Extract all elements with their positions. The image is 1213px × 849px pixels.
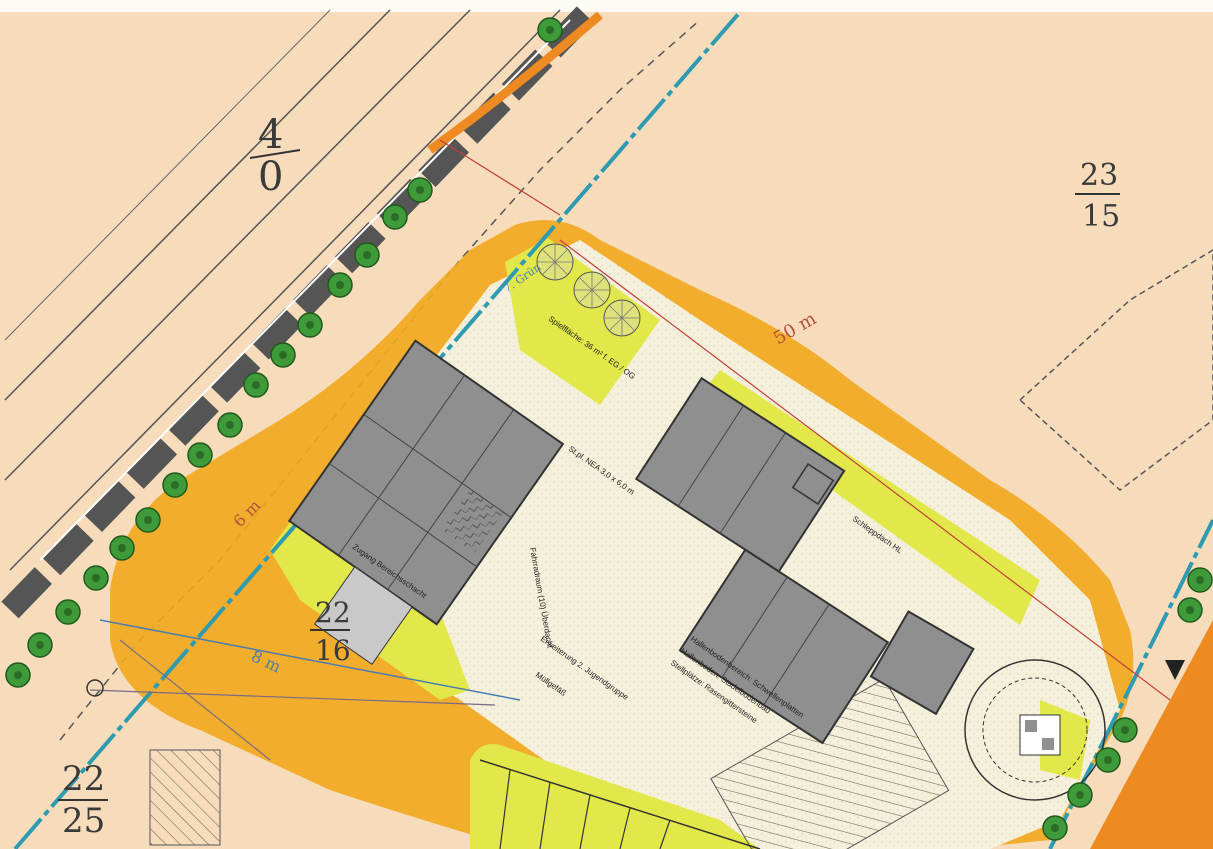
tree-icon	[537, 17, 563, 43]
parcel-4: 4 0	[249, 112, 301, 200]
svg-text:22: 22	[315, 596, 351, 629]
tree-icon	[1112, 717, 1138, 743]
parcel-22-16: 22 16	[310, 596, 351, 667]
tree-icon	[5, 662, 31, 688]
right-road	[1090, 620, 1213, 849]
tree-icon	[354, 242, 380, 268]
turning-circle-icon	[964, 659, 1106, 801]
tree-icon	[382, 204, 408, 230]
svg-text:16: 16	[315, 634, 351, 667]
tree-icon	[187, 442, 213, 468]
parking-row	[479, 759, 761, 849]
svg-text:23: 23	[1080, 158, 1118, 193]
dashed-building-outline	[1018, 249, 1213, 491]
tree-icon	[1095, 747, 1121, 773]
svg-text:4: 4	[258, 112, 283, 158]
tree-icon	[297, 312, 323, 338]
tree-icon	[27, 632, 53, 658]
main-building	[287, 339, 565, 666]
hatched-building-left	[149, 749, 221, 846]
orange-path-line	[427, 11, 603, 154]
tree-icon	[407, 177, 433, 203]
tree-icon	[1177, 597, 1203, 623]
hatched-building-right	[710, 678, 950, 849]
top-scan-edge	[0, 0, 1213, 12]
tree-icon	[1187, 567, 1213, 593]
north-arrow-icon	[1165, 660, 1185, 680]
tree-icon	[536, 243, 574, 281]
tree-icon	[217, 412, 243, 438]
tree-icon	[1067, 782, 1093, 808]
small-building	[869, 610, 975, 716]
survey-lines	[86, 139, 1171, 761]
tree-icon	[327, 272, 353, 298]
tree-icon	[573, 271, 611, 309]
svg-text:22: 22	[62, 759, 105, 799]
tree-icon	[55, 599, 81, 625]
hall-building	[634, 376, 890, 745]
svg-text:15: 15	[1082, 199, 1120, 234]
tree-icon	[1042, 815, 1068, 841]
small-shed	[791, 463, 835, 505]
tree-icon	[243, 372, 269, 398]
parcel-22-25: 22 25	[58, 759, 108, 841]
tree-icon	[270, 342, 296, 368]
tree-icon	[603, 299, 641, 337]
parcel-23-15: 23 15	[1075, 158, 1120, 234]
tree-icon	[109, 535, 135, 561]
svg-text:0: 0	[258, 154, 283, 200]
tree-icon	[162, 472, 188, 498]
tree-icon	[135, 507, 161, 533]
svg-text:25: 25	[62, 801, 105, 841]
tree-icon	[83, 565, 109, 591]
